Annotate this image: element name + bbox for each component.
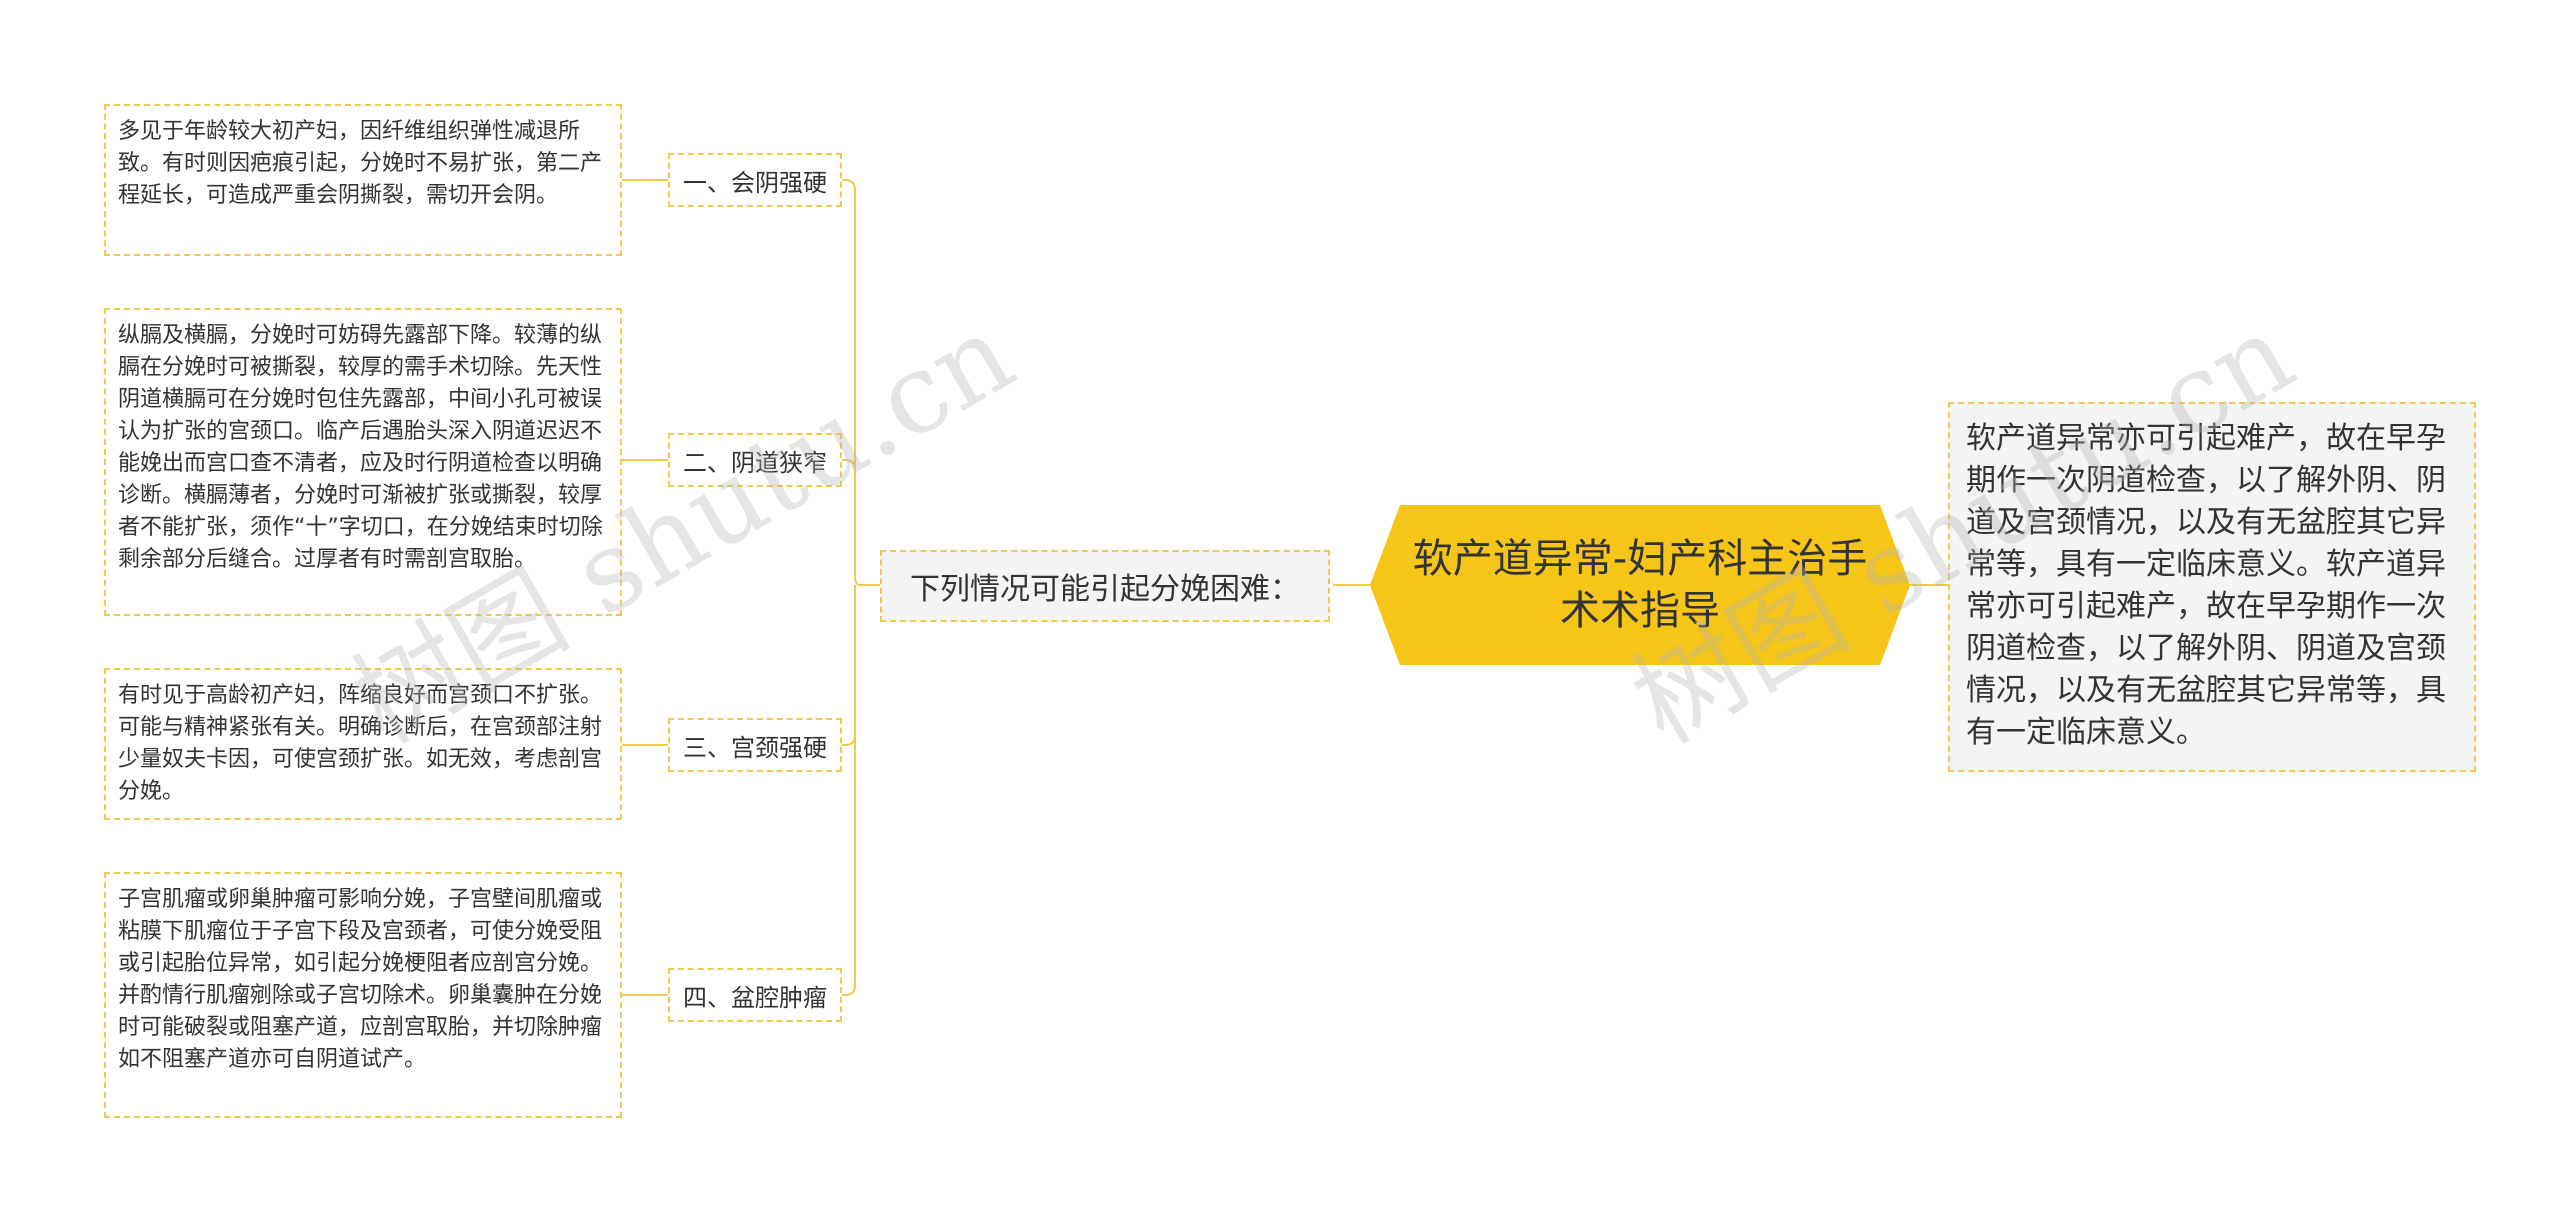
detail-pelvic-tumor: 子宫肌瘤或卵巢肿瘤可影响分娩，子宫壁间肌瘤或粘膜下肌瘤位于子宫下段及宫颈者，可使… bbox=[104, 872, 622, 1118]
intro-label: 下列情况可能引起分娩困难： bbox=[910, 572, 1300, 607]
detail-vaginal-stenosis: 纵膈及横膈，分娩时可妨碍先露部下降。较薄的纵膈在分娩时可被撕裂，较厚的需手术切除… bbox=[104, 308, 622, 616]
detail-text: 有时见于高龄初产妇，阵缩良好而宫颈口不扩张。可能与精神紧张有关。明确诊断后，在宫… bbox=[118, 683, 603, 804]
right-note: 软产道异常亦可引起难产，故在早孕期作一次阴道检查，以了解外阴、阴道及宫颈情况，以… bbox=[1948, 402, 2476, 772]
right-note-text: 软产道异常亦可引起难产，故在早孕期作一次阴道检查，以了解外阴、阴道及宫颈情况，以… bbox=[1966, 421, 2446, 750]
branch-vaginal-stenosis[interactable]: 二、阴道狭窄 bbox=[668, 433, 842, 487]
connector-trunk-1 bbox=[842, 179, 861, 586]
center-title: 软产道异常-妇产科主治手术术指导 bbox=[1412, 536, 1868, 634]
connector-trunk-3 bbox=[842, 585, 856, 746]
branch-label: 一、会阴强硬 bbox=[683, 168, 827, 197]
center-node-shape bbox=[1370, 505, 1910, 665]
connector-trunk-2 bbox=[842, 459, 856, 471]
connector-trunk-4 bbox=[842, 735, 856, 996]
branch-perineum-rigidity[interactable]: 一、会阴强硬 bbox=[668, 153, 842, 207]
detail-text: 子宫肌瘤或卵巢肿瘤可影响分娩，子宫壁间肌瘤或粘膜下肌瘤位于子宫下段及宫颈者，可使… bbox=[118, 887, 603, 1072]
branch-label: 二、阴道狭窄 bbox=[683, 448, 827, 477]
branch-label: 三、宫颈强硬 bbox=[683, 733, 827, 762]
branch-cervical-rigidity[interactable]: 三、宫颈强硬 bbox=[668, 718, 842, 772]
intro-node[interactable]: 下列情况可能引起分娩困难： bbox=[880, 550, 1330, 622]
branch-label: 四、盆腔肿瘤 bbox=[683, 983, 827, 1012]
center-node[interactable]: 软产道异常-妇产科主治手术术指导 bbox=[1395, 510, 1885, 660]
detail-text: 多见于年龄较大初产妇，因纤维组织弹性减退所致。有时则因疤痕引起，分娩时不易扩张，… bbox=[118, 119, 603, 208]
branch-pelvic-tumor[interactable]: 四、盆腔肿瘤 bbox=[668, 968, 842, 1022]
detail-perineum-rigidity: 多见于年龄较大初产妇，因纤维组织弹性减退所致。有时则因疤痕引起，分娩时不易扩张，… bbox=[104, 104, 622, 256]
detail-text: 纵膈及横膈，分娩时可妨碍先露部下降。较薄的纵膈在分娩时可被撕裂，较厚的需手术切除… bbox=[118, 323, 603, 572]
detail-cervical-rigidity: 有时见于高龄初产妇，阵缩良好而宫颈口不扩张。可能与精神紧张有关。明确诊断后，在宫… bbox=[104, 668, 622, 820]
